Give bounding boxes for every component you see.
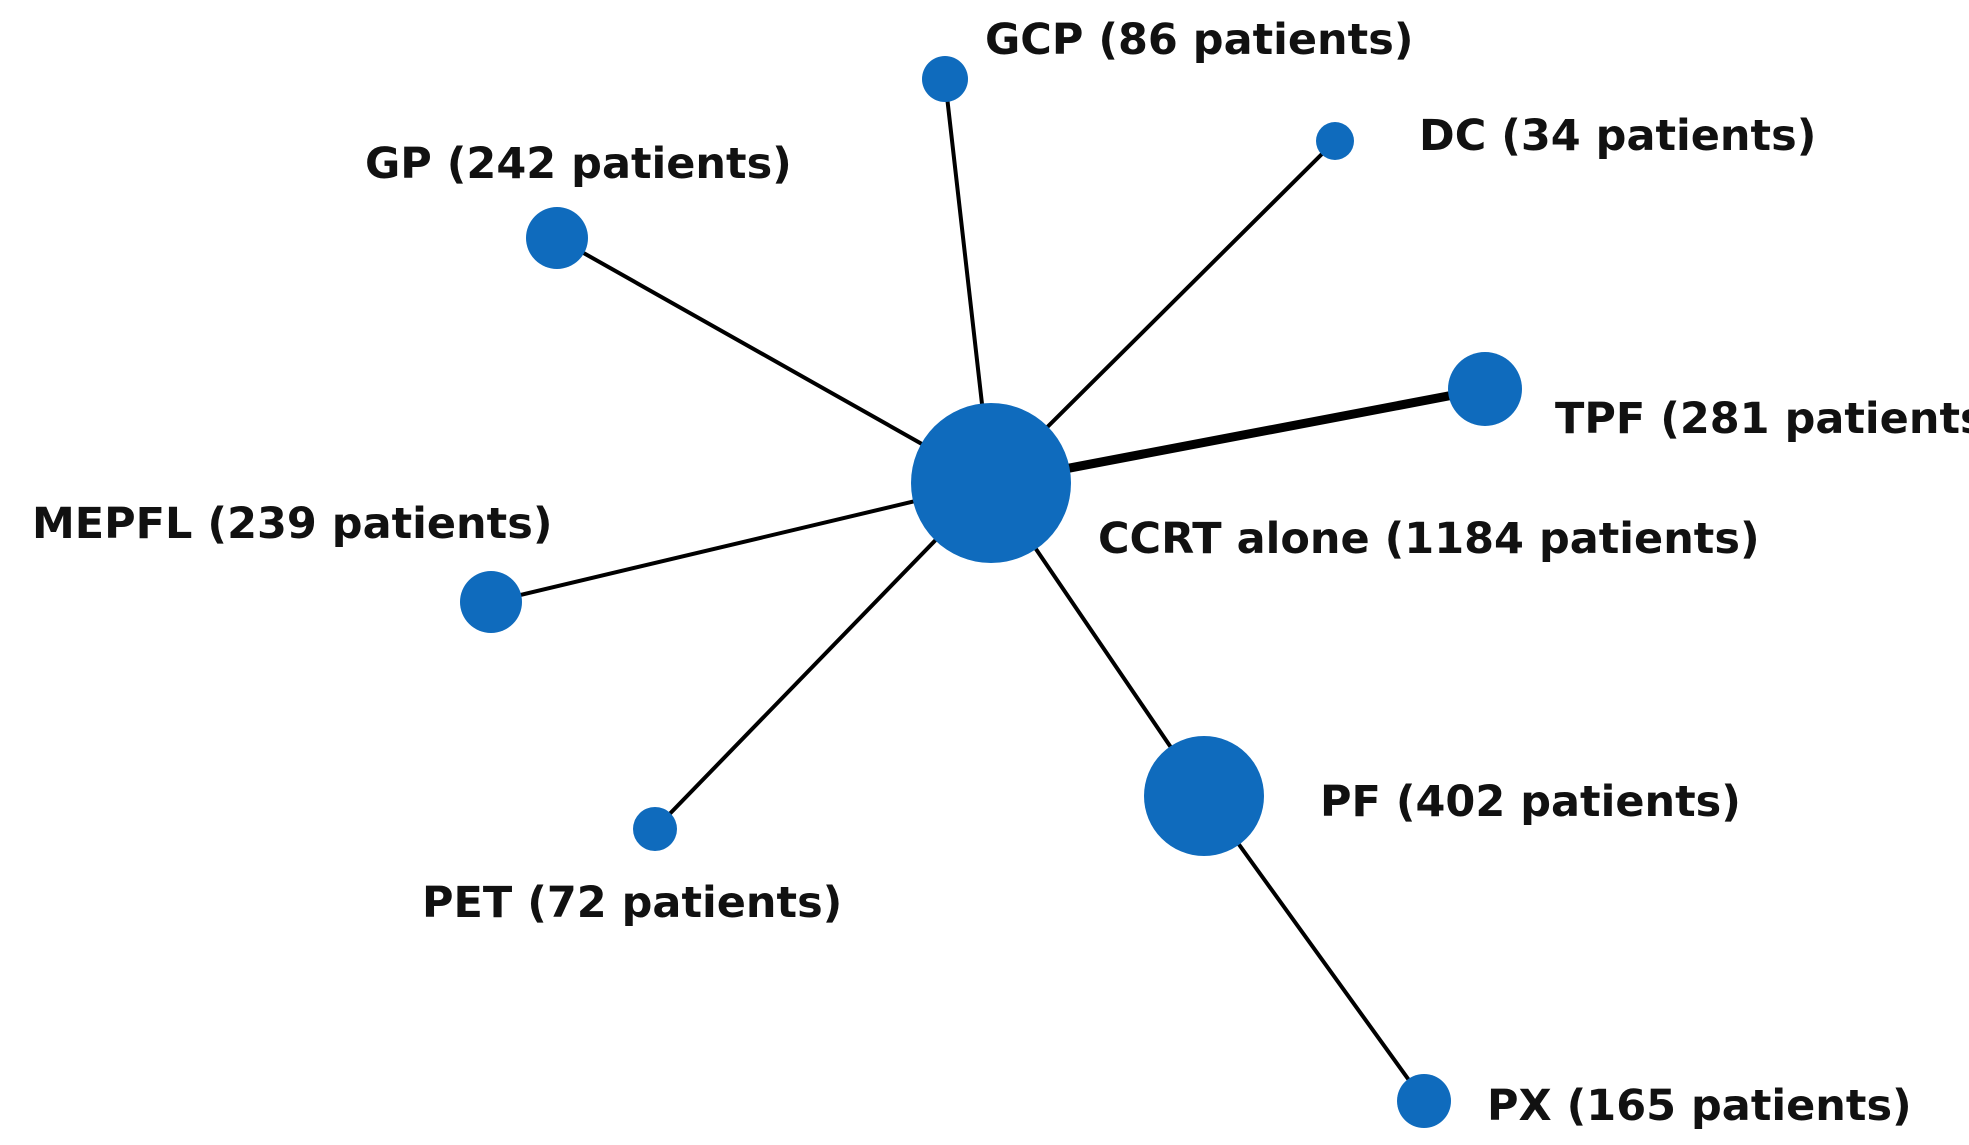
edges-layer (489, 77, 1490, 1103)
node-ccrt (911, 403, 1071, 563)
node-pf (1144, 736, 1264, 856)
node-mepfl (460, 571, 522, 633)
node-label-px: PX (165 patients) (1487, 1081, 1912, 1131)
node-label-pf: PF (402 patients) (1320, 777, 1741, 827)
node-gp (526, 207, 588, 269)
node-label-ccrt: CCRT alone (1184 patients) (1098, 514, 1760, 564)
edge-ccrt-gp (555, 236, 993, 485)
node-label-gcp: GCP (86 patients) (985, 15, 1413, 65)
edge-ccrt-mepfl (489, 481, 993, 604)
edge-ccrt-tpf (986, 384, 1490, 488)
node-gcp (922, 56, 968, 102)
edge-ccrt-dc (989, 139, 1337, 485)
node-label-tpf: TPF (281 patients) (1555, 394, 1969, 444)
node-pet (633, 807, 677, 851)
edge-pf-px (1202, 794, 1426, 1103)
node-px (1397, 1074, 1451, 1128)
node-label-dc: DC (34 patients) (1419, 111, 1816, 161)
node-tpf (1448, 352, 1522, 426)
labels-layer: CCRT alone (1184 patients) GCP (86 patien… (32, 15, 1969, 1131)
node-label-mepfl: MEPFL (239 patients) (32, 499, 552, 549)
nodes-layer (460, 56, 1522, 1128)
node-label-pet: PET (72 patients) (422, 878, 842, 928)
edge-ccrt-pet (653, 481, 993, 831)
node-label-gp: GP (242 patients) (365, 139, 792, 189)
node-dc (1316, 122, 1354, 160)
